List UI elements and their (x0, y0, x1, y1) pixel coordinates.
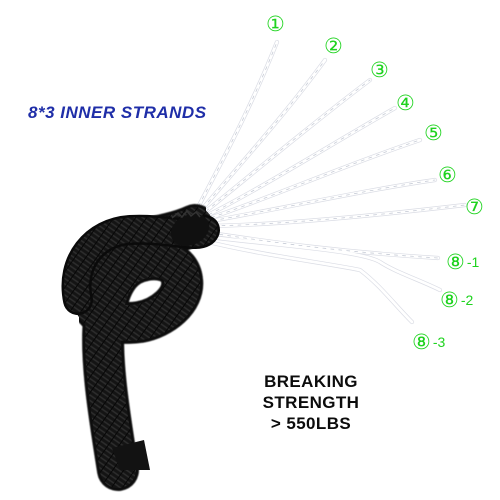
strand-number: ⑧ (440, 289, 459, 312)
strand-number: ② (324, 35, 343, 58)
strand-number: ① (266, 13, 285, 36)
black-paracord-knot (61, 204, 220, 491)
strand-label: ⑤ (424, 123, 445, 146)
inner-strands (192, 39, 468, 325)
breaking-strength-line: BREAKING (264, 372, 358, 391)
strand-number: ④ (396, 92, 415, 115)
strand-label: ⑧-3 (412, 332, 445, 355)
strand-number: ⑥ (438, 164, 457, 187)
strand-label: ② (324, 36, 345, 59)
strand-number: ⑤ (424, 122, 443, 145)
strand-number: ⑧ (412, 331, 431, 354)
strand-number: ⑧ (446, 251, 465, 274)
strand-label: ④ (396, 93, 417, 116)
strand-suffix: -1 (466, 254, 480, 270)
strand-number: ③ (370, 59, 389, 82)
breaking-strength-line: > 550LBS (270, 414, 352, 433)
strand-label: ⑥ (438, 165, 459, 188)
strand-label: ① (266, 14, 287, 37)
strand-suffix: -3 (432, 334, 446, 350)
strand-label: ⑦ (465, 197, 486, 220)
strand-label: ⑧-1 (446, 252, 479, 275)
strand-suffix: -2 (460, 292, 474, 308)
strand-label: ③ (370, 60, 391, 83)
strand-number: ⑦ (465, 196, 484, 219)
breaking-strength-text: BREAKING STRENGTH > 550LBS (246, 371, 376, 434)
strand-label: ⑧-2 (440, 290, 473, 313)
inner-strands-heading: 8*3 INNER STRANDS (28, 103, 207, 122)
breaking-strength-line: STRENGTH (262, 393, 360, 412)
